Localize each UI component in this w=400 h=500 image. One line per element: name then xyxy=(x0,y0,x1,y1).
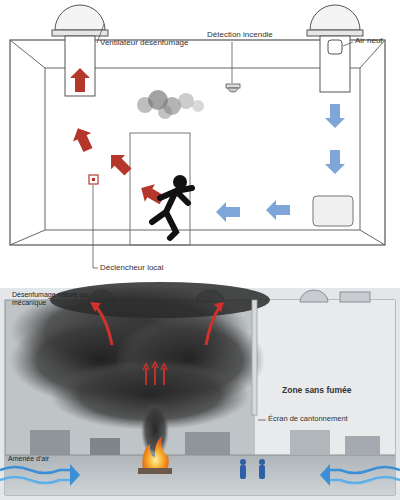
warehouse-background xyxy=(0,288,400,500)
callout-label: Détection incendie xyxy=(207,30,273,39)
fan-base xyxy=(307,30,363,36)
callout-label: Amenée d'air xyxy=(8,455,49,463)
person-head xyxy=(259,459,265,465)
air-wave-head xyxy=(320,464,330,486)
air-arrow xyxy=(325,104,345,128)
floor-edge xyxy=(10,230,385,245)
warehouse-floor xyxy=(5,455,395,495)
air-wave xyxy=(328,477,400,483)
person-body xyxy=(240,465,246,479)
smoke-exhaust-arrow xyxy=(96,306,112,345)
running-person xyxy=(152,175,192,238)
person-head xyxy=(240,459,246,465)
person-body xyxy=(152,188,192,238)
air-wave-head xyxy=(70,464,80,486)
smoke-free-zone xyxy=(255,300,395,455)
air-arrow xyxy=(216,202,240,222)
smoke-exhaust-arrow xyxy=(90,302,101,312)
air-wave xyxy=(0,477,72,483)
air-inflow xyxy=(0,464,400,486)
smoke-mass xyxy=(10,282,270,458)
fire-base xyxy=(138,468,172,474)
air-arrow xyxy=(266,200,290,220)
callout-label: Ventilateur désenfumage xyxy=(100,38,189,47)
smoke-arrow xyxy=(104,148,135,179)
containment-screen xyxy=(252,300,257,415)
smoke-plume xyxy=(141,402,169,458)
wall-edge xyxy=(360,68,361,230)
air-outlet-box xyxy=(313,196,353,226)
fire xyxy=(142,436,168,470)
equipment xyxy=(90,438,120,455)
smoke-exhaust-arrow xyxy=(214,302,224,312)
roof-vent xyxy=(300,290,328,302)
leader-line xyxy=(343,42,353,46)
smoke-arrow xyxy=(70,68,90,92)
callout-label: Écran de cantonnement xyxy=(268,415,348,424)
person-body xyxy=(259,465,265,479)
equipment xyxy=(30,430,70,455)
equipment xyxy=(185,432,230,455)
smoke-puff xyxy=(192,100,204,112)
heat-arrow xyxy=(143,362,167,370)
air-wave xyxy=(0,467,72,473)
fire-detector xyxy=(226,84,240,88)
leader-line xyxy=(258,420,266,421)
smoke-layer xyxy=(50,282,270,318)
fire-detector xyxy=(228,88,238,92)
leader-line xyxy=(93,185,98,268)
smoke-arrow xyxy=(69,124,97,154)
roof-unit xyxy=(340,292,370,302)
wall-edge xyxy=(45,68,46,230)
air-wave xyxy=(328,467,400,473)
local-trigger xyxy=(89,175,98,184)
occupants xyxy=(240,459,265,479)
callout-label: Déclencheur local xyxy=(100,263,164,272)
warehouse-wall xyxy=(5,300,395,495)
smoke-puff xyxy=(178,93,194,109)
smoke-cloud xyxy=(137,90,204,119)
local-trigger xyxy=(92,178,95,181)
leader-line xyxy=(232,42,233,83)
smoke-puff xyxy=(158,105,172,119)
fan-dome xyxy=(310,5,360,30)
callout-label: Désenfumage nature ou mécanique xyxy=(12,291,92,307)
equipment xyxy=(345,436,380,455)
fan-duct xyxy=(320,36,350,92)
smoke-exhaust-arrow xyxy=(206,306,220,345)
fan-dome xyxy=(55,5,105,30)
equipment xyxy=(290,430,330,455)
callout-label: Air neuf xyxy=(355,36,383,45)
air-inlet-box xyxy=(328,40,342,54)
air-arrow xyxy=(325,150,345,174)
fan-duct xyxy=(65,36,95,96)
callout-label: Zone sans fumée xyxy=(282,386,351,396)
